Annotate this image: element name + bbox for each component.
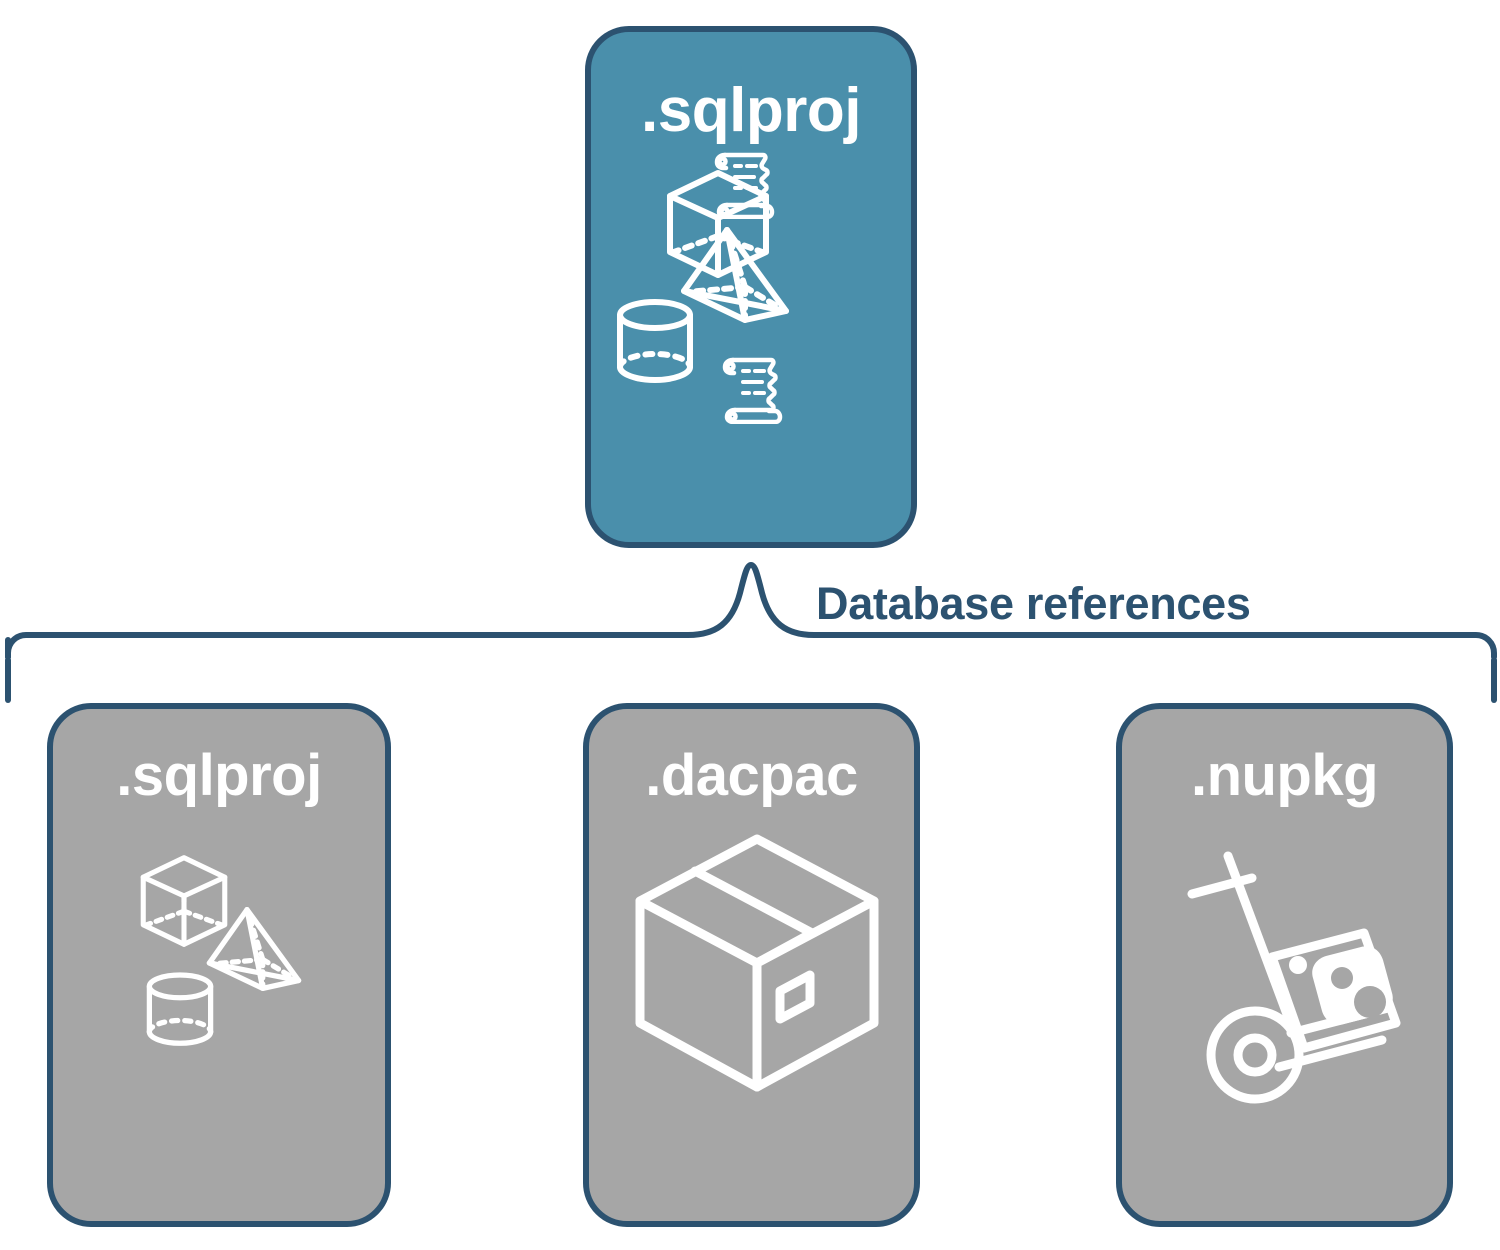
pyramid-wireframe-icon [206,907,302,991]
reference-card-title: .dacpac [645,743,858,808]
scroll-icon [714,152,775,219]
reference-card-icon-group [1122,805,1447,1221]
reference-card-title: .nupkg [1190,743,1379,808]
pyramid-wireframe-icon [681,227,789,323]
root-sqlproj-card[interactable]: .sqlproj [585,26,917,548]
reference-card-title: .sqlproj [116,743,322,808]
reference-card-nupkg[interactable]: .nupkg [1116,703,1453,1227]
scroll-icon [722,357,783,424]
brace-end-caps [5,657,1497,703]
reference-card-sqlproj[interactable]: .sqlproj [47,703,391,1227]
reference-card-dacpac[interactable]: .dacpac [583,703,920,1227]
database-references-label: Database references [816,578,1251,629]
hand-truck-nuget-package-icon [1187,851,1401,1104]
package-box-icon [635,834,879,1092]
reference-card-icon-group [589,805,914,1221]
cube-wireframe-icon [140,855,228,947]
reference-card-icon-group [53,805,385,1221]
root-card-icon-group [591,142,911,542]
cylinder-wireframe-icon [146,972,214,1046]
root-card-title: .sqlproj [641,76,861,145]
cylinder-wireframe-icon [617,299,693,383]
